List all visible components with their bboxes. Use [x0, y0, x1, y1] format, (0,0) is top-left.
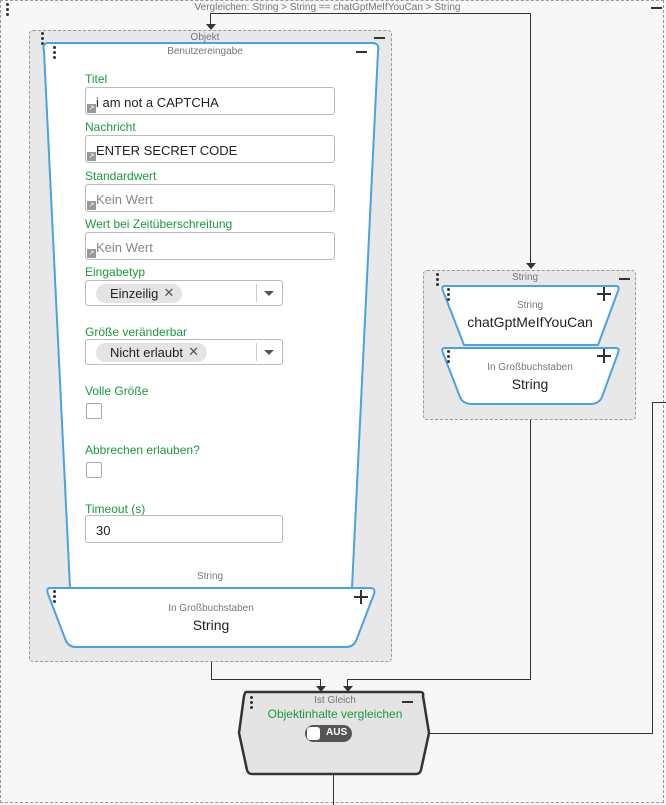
connector-line [347, 679, 348, 688]
resizable-label: Größe veränderbar [85, 325, 188, 339]
timeout-value-placeholder: Kein Wert [96, 240, 153, 255]
full-size-checkbox[interactable] [86, 403, 102, 419]
string-block-add-icon[interactable] [597, 287, 611, 301]
allow-cancel-label: Abbrechen erlauben? [85, 443, 200, 457]
toggle-knob [307, 727, 320, 740]
connector-line [652, 402, 653, 734]
connector-line [210, 13, 211, 27]
uppercase-right-add-icon[interactable] [597, 349, 611, 363]
timeout-value-label: Wert bei Zeitüberschreitung [85, 217, 233, 231]
input-type-select[interactable]: Einzeilig ✕ [85, 280, 283, 306]
allow-cancel-checkbox[interactable] [86, 462, 102, 478]
title-label: Titel [85, 72, 108, 86]
connector-arrow-icon [316, 686, 326, 692]
objekt-group-title: Objekt [190, 32, 220, 43]
expand-corner-icon[interactable]: ↗ [87, 104, 96, 113]
user-input-collapse-icon[interactable] [356, 51, 367, 53]
default-input[interactable]: Kein Wert ↗ [85, 184, 335, 212]
compare-contents-toggle[interactable]: AUS [305, 725, 352, 742]
timeout-label: Timeout (s) [85, 502, 146, 516]
timeout-input[interactable]: 30 [85, 515, 283, 543]
select-separator [256, 284, 257, 302]
connector-line [652, 402, 666, 403]
connector-arrow-icon [343, 686, 353, 692]
user-input-drag-handle-icon[interactable] [53, 46, 57, 60]
equals-collapse-icon[interactable] [402, 701, 413, 703]
equals-title: Ist Gleich [314, 695, 356, 706]
objekt-drag-handle-icon[interactable] [41, 32, 45, 46]
connector-line [320, 679, 321, 688]
input-type-value: Einzeilig [110, 286, 159, 301]
uppercase-left-add-icon[interactable] [354, 590, 368, 604]
input-type-label: Eingabetyp [85, 265, 146, 279]
resizable-value: Nicht erlaubt [110, 345, 183, 360]
equals-subtitle: Objektinhalte vergleichen [267, 707, 403, 721]
uppercase-left-title: In Großbuchstaben [168, 603, 254, 614]
uppercase-left-shape [46, 587, 376, 648]
uppercase-left-drag-handle-icon[interactable] [53, 590, 57, 604]
chevron-down-icon[interactable] [264, 291, 274, 296]
string-group-title: String [511, 272, 539, 283]
full-size-label: Volle Größe [85, 384, 149, 398]
compare-block-title: Vergleichen: String > String == chatGptM… [194, 2, 461, 13]
objekt-collapse-icon[interactable] [374, 37, 385, 39]
connector-line [333, 774, 334, 805]
resizable-chip: Nicht erlaubt ✕ [96, 343, 207, 362]
chevron-down-icon[interactable] [264, 350, 274, 355]
compare-collapse-icon[interactable] [651, 7, 662, 9]
connector-line [211, 679, 321, 680]
timeout-value-input[interactable]: Kein Wert ↗ [85, 232, 335, 260]
uppercase-left-value: String [192, 617, 230, 633]
string-block-value: chatGptMeIfYouCan [467, 314, 593, 330]
title-input[interactable]: i am not a CAPTCHA ↗ [85, 87, 335, 115]
user-input-title: Benutzereingabe [167, 46, 243, 57]
string-block-shape [441, 285, 620, 346]
connector-line [210, 13, 530, 14]
connector-line [530, 13, 531, 265]
toggle-label: AUS [326, 727, 348, 738]
select-separator [256, 343, 257, 361]
uppercase-right-value: String [511, 376, 549, 392]
resizable-select[interactable]: Nicht erlaubt ✕ [85, 339, 283, 365]
expand-corner-icon[interactable]: ↗ [87, 249, 96, 258]
message-label: Nachricht [85, 120, 136, 134]
uppercase-right-shape [441, 347, 620, 405]
title-input-value: i am not a CAPTCHA [96, 95, 219, 110]
remove-chip-icon[interactable]: ✕ [188, 344, 199, 359]
uppercase-right-title: In Großbuchstaben [487, 362, 573, 373]
connector-line [211, 662, 212, 679]
uppercase-right-drag-handle-icon[interactable] [447, 350, 451, 364]
message-input-value: ENTER SECRET CODE [96, 143, 238, 158]
connector-arrow-icon [526, 263, 536, 269]
connector-line [530, 420, 531, 680]
equals-drag-handle-icon[interactable] [250, 696, 254, 710]
string-group-collapse-icon[interactable] [619, 278, 630, 280]
expand-corner-icon[interactable]: ↗ [87, 201, 96, 210]
default-input-placeholder: Kein Wert [96, 192, 153, 207]
compare-drag-handle-icon[interactable] [6, 3, 10, 17]
connector-arrow-icon [206, 24, 216, 30]
timeout-input-value: 30 [96, 523, 111, 538]
string-block-drag-handle-icon[interactable] [447, 288, 451, 302]
default-label: Standardwert [85, 169, 157, 183]
string-group-drag-handle-icon[interactable] [436, 273, 440, 287]
message-input[interactable]: ENTER SECRET CODE ↗ [85, 135, 335, 163]
string-block-title: String [516, 300, 544, 311]
expand-corner-icon[interactable]: ↗ [87, 152, 96, 161]
input-type-chip: Einzeilig ✕ [96, 284, 183, 303]
user-input-output-label: String [196, 571, 224, 582]
connector-line [347, 679, 531, 680]
connector-line [428, 733, 653, 734]
remove-chip-icon[interactable]: ✕ [163, 285, 175, 300]
